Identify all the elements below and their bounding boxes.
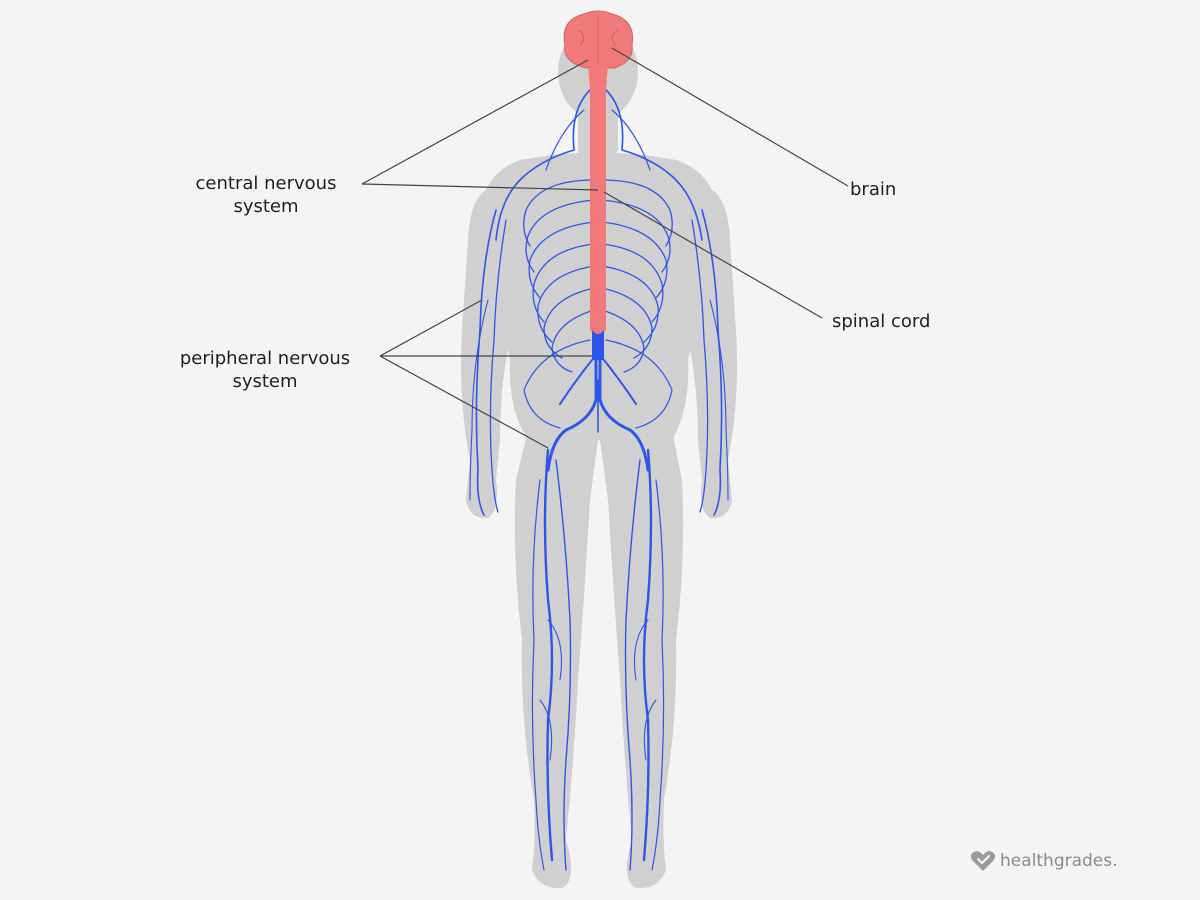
cns-label-line1: central nervous (195, 173, 337, 194)
pns-leader-leg (379, 355, 549, 449)
cns-leader-to-spine (361, 183, 599, 191)
brain-label: brain (850, 179, 897, 200)
cns-label-line2: system (233, 196, 299, 217)
central-nervous-system-label: central nervous system (176, 172, 356, 218)
spinal-cord-shape (588, 64, 608, 335)
logo-text: healthgrades. (1000, 851, 1118, 871)
leader-lines (361, 47, 849, 449)
cns-leader-to-brain (361, 59, 589, 185)
pns-label-line2: system (232, 371, 298, 392)
healthgrades-logo: healthgrades. (970, 850, 1118, 872)
spinal-cord-label: spinal cord (832, 311, 931, 332)
spinal-cord-leader (603, 191, 823, 319)
peripheral-nervous-system-label: peripheral nervous system (160, 347, 370, 393)
central-nervous-system (563, 10, 634, 360)
peripheral-nerves (469, 89, 729, 871)
healthgrades-heart-icon (971, 851, 995, 871)
pns-label-line1: peripheral nervous (179, 348, 351, 369)
pns-leader-arm (379, 299, 483, 357)
brain-leader (611, 47, 849, 187)
